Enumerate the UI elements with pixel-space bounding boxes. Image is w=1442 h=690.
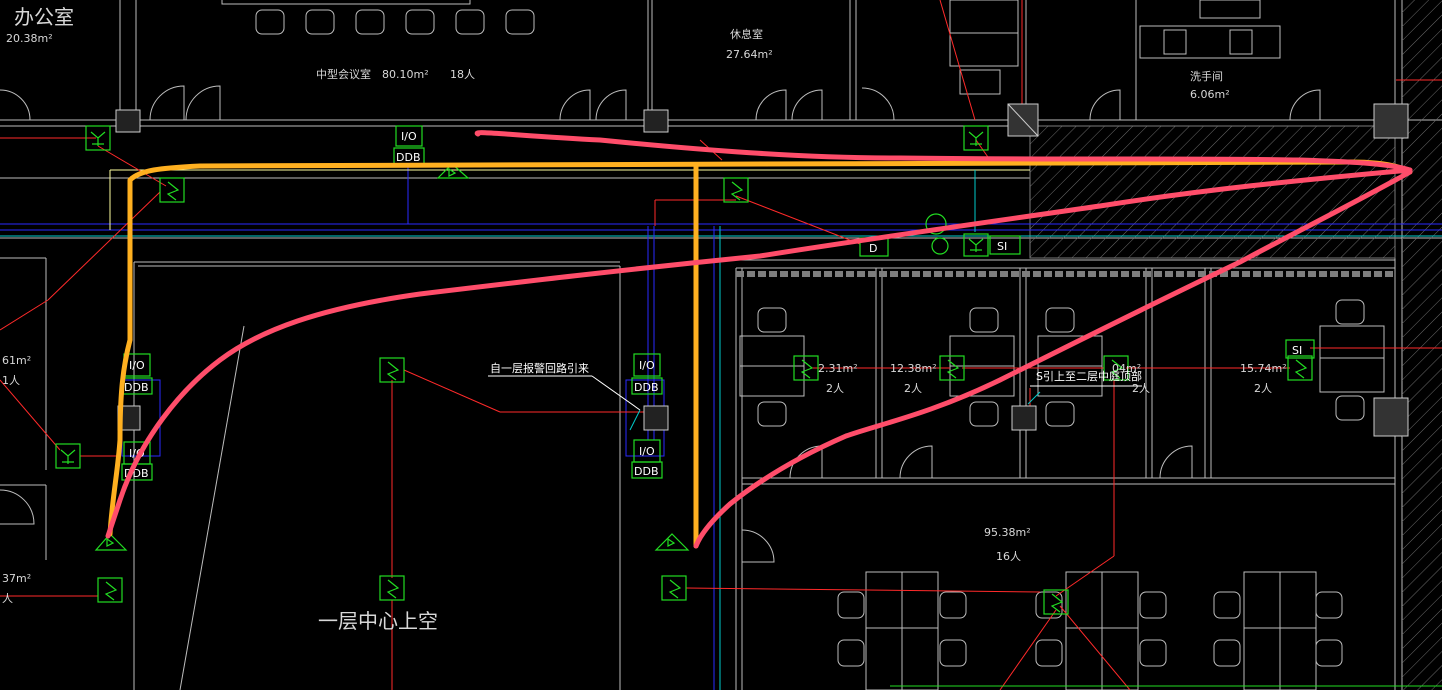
sprinkler-icon <box>963 233 989 257</box>
column-box-diagonal <box>1007 103 1039 137</box>
io-label: I/O <box>129 359 145 372</box>
room-wash-label: 洗手间 <box>1190 69 1223 83</box>
column-box <box>1011 405 1037 431</box>
sprinkler-icon <box>963 125 989 151</box>
room-office-area: 20.38m² <box>6 32 53 45</box>
ddb-label: DDB <box>634 381 659 394</box>
smoke-detector-icon <box>379 357 405 383</box>
column-box <box>1373 397 1409 437</box>
smoke-detector-icon <box>939 355 965 381</box>
ddb-label: DDB <box>396 151 421 164</box>
y-devices <box>55 125 989 469</box>
room-wash-area: 6.06m² <box>1190 88 1230 101</box>
cubicle-people-1: 2人 <box>826 382 844 395</box>
cubicle-area-4: 15.74m² <box>1240 362 1287 375</box>
column-box <box>643 405 669 431</box>
room-office-label: 办公室 <box>14 5 74 29</box>
left-people-2: 人 <box>2 592 13 605</box>
smoke-detector-icon <box>379 575 405 601</box>
room-rest-area: 27.64m² <box>726 48 773 61</box>
cubicle-people-4: 2人 <box>1254 382 1272 395</box>
smoke-detectors <box>97 177 1313 615</box>
note-up-to-atrium: S引上至二层中庭顶部 <box>1036 369 1142 383</box>
atrium-label: 一层中心上空 <box>318 609 438 633</box>
column-box <box>1373 103 1409 139</box>
cubicle-area-2: 12.38m² <box>890 362 937 375</box>
smoke-detector-icon <box>723 177 749 203</box>
room-meeting-area: 80.10m² <box>382 68 429 81</box>
note-alarm-from-first-floor: 自一层报警回路引来 <box>490 361 589 375</box>
sprinkler-icon <box>85 125 111 151</box>
io-label: I/O <box>639 445 655 458</box>
si-label: SI <box>997 240 1007 253</box>
cubicle-area-1: 2.31m² <box>818 362 858 375</box>
io-label: I/O <box>401 130 417 143</box>
column-box <box>115 109 141 133</box>
annotations: 自一层报警回路引来 S引上至二层中庭顶部 <box>488 361 1142 431</box>
cubicle-people-3: 2人 <box>1132 382 1150 395</box>
ddb-label: DDB <box>124 381 149 394</box>
smoke-detector-icon <box>159 177 185 203</box>
room-meeting-label: 中型会议室 <box>316 67 371 81</box>
smoke-detector-icon <box>1287 355 1313 381</box>
blue-cable-tray <box>0 166 1442 690</box>
d-label: D <box>869 242 877 255</box>
horn-icon <box>94 533 128 551</box>
ddb-label: DDB <box>634 465 659 478</box>
sprinkler-icon <box>55 443 81 469</box>
cubicle-area-3: 04m² <box>1112 362 1141 375</box>
smoke-detector-icon <box>661 575 687 601</box>
left-people-1: 1人 <box>2 374 20 387</box>
io-label: I/O <box>639 359 655 372</box>
pink-highlight-route <box>105 130 1413 549</box>
open-office-area: 95.38m² <box>984 526 1031 539</box>
grey-boxes <box>115 103 1409 437</box>
room-meeting-people: 18人 <box>450 68 475 81</box>
alarm-horns <box>94 163 690 551</box>
open-office-people: 16人 <box>996 550 1021 563</box>
left-area-2: 37m² <box>2 572 31 585</box>
room-rest-label: 休息室 <box>730 27 763 41</box>
device-labels: I/O DDB I/O DDB I/O DDB I/O DDB I/O DDB … <box>124 130 1302 480</box>
hatched-right-wall <box>1402 0 1442 690</box>
room-labels: 办公室 20.38m² 休息室 27.64m² 中型会议室 80.10m² 18… <box>2 5 1287 633</box>
si-label: SI <box>1292 344 1302 357</box>
horn-icon <box>436 163 470 179</box>
column-box <box>643 109 669 133</box>
left-area-1: 61m² <box>2 354 31 367</box>
cubicle-people-2: 2人 <box>904 382 922 395</box>
smoke-detector-icon <box>1043 589 1069 615</box>
smoke-detector-icon <box>1103 355 1129 381</box>
smoke-detector-icon <box>97 577 123 603</box>
cubicle-desks <box>739 299 1385 690</box>
smoke-detector-icon <box>793 355 819 381</box>
horn-icon <box>654 533 690 551</box>
